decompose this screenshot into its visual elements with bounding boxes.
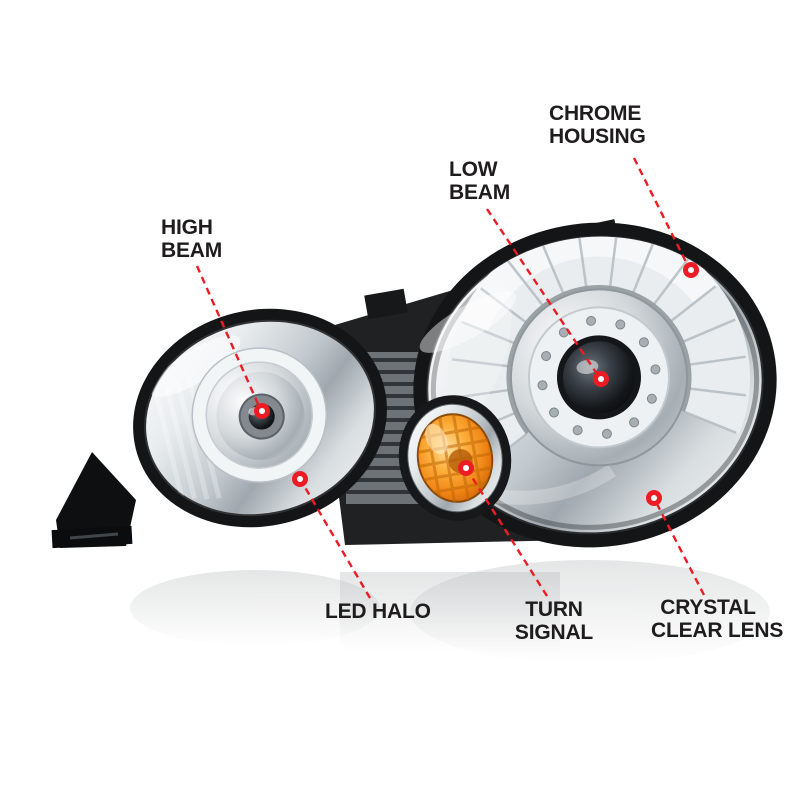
- callout-label-line: HIGH: [161, 216, 213, 239]
- callout-label-line: SIGNAL: [514, 620, 594, 644]
- callout-label-line: TURN: [525, 598, 583, 621]
- callout-label-line: LED HALO: [325, 600, 431, 623]
- callout-dot-high-beam: [254, 403, 270, 419]
- leader-line-crystal-clear-lens: [655, 503, 706, 596]
- leader-line-low-beam: [486, 208, 598, 375]
- mounting-bracket: [51, 452, 136, 549]
- callout-chrome-housing: CHROME HOUSING: [549, 102, 646, 148]
- callout-label-line: BEAM: [161, 238, 223, 262]
- callout-dot-chrome-housing: [683, 262, 699, 278]
- left-lamp: [133, 308, 387, 528]
- floor-reflection: [130, 560, 770, 664]
- leader-lines: [195, 157, 706, 599]
- callout-label-line: BEAM: [449, 180, 511, 204]
- mounting-tab-icon: [364, 288, 408, 320]
- callout-led-halo: LED HALO: [325, 600, 431, 624]
- led-ring-holes: [537, 315, 661, 439]
- callout-low-beam: LOW BEAM: [449, 158, 511, 204]
- right-lamp: [413, 222, 777, 548]
- callout-dot-crystal-clear-lens: [646, 490, 662, 506]
- callout-crystal-clear-lens: CRYSTAL CLEAR LENS: [651, 596, 784, 642]
- callout-label-line: LOW: [449, 158, 498, 181]
- callout-dot-led-halo: [292, 471, 308, 487]
- leader-line-led-halo: [301, 483, 372, 599]
- callout-dot-turn-signal: [458, 460, 474, 476]
- callout-high-beam: HIGH BEAM: [161, 216, 223, 262]
- chrome-reflector-shell: [448, 226, 750, 471]
- led-halo-ring: [192, 348, 326, 482]
- callout-label-line: HOUSING: [549, 124, 646, 148]
- callout-turn-signal: TURN SIGNAL: [514, 598, 594, 644]
- callout-label-line: CRYSTAL: [660, 596, 756, 619]
- leader-line-chrome-housing: [632, 157, 689, 265]
- callout-label-line: CLEAR LENS: [651, 618, 784, 642]
- leader-line-turn-signal: [468, 473, 549, 597]
- callout-label-line: CHROME: [549, 102, 642, 125]
- callout-dot-low-beam: [593, 371, 609, 387]
- leader-line-high-beam: [195, 265, 260, 405]
